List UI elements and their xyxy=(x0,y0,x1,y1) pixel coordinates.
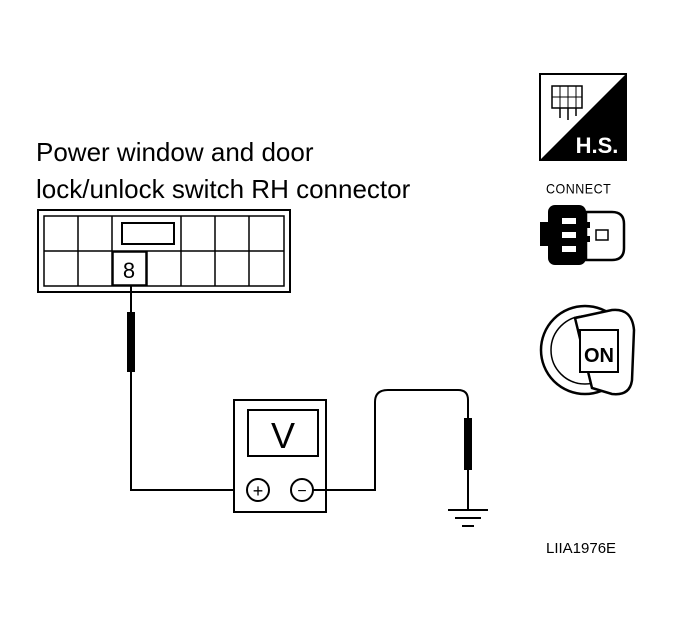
ignition-key-icon: ON xyxy=(539,304,636,396)
minus-symbol: − xyxy=(297,483,306,500)
harness-side-label: H.S. xyxy=(576,133,619,158)
connector-title-line-1: Power window and door xyxy=(36,137,314,167)
connect-label: CONNECT xyxy=(546,181,612,197)
harness-side-icon: H.S. xyxy=(539,73,627,161)
connect-icon xyxy=(540,205,626,265)
voltmeter-label: V xyxy=(271,415,295,456)
positive-terminal xyxy=(246,478,270,502)
positive-probe xyxy=(127,286,248,491)
ground-icon xyxy=(448,509,488,527)
connector-block: 8 xyxy=(37,209,291,293)
plus-symbol: + xyxy=(253,481,264,501)
ignition-on-label: ON xyxy=(584,345,614,367)
negative-probe xyxy=(313,389,472,510)
pin-number-label: 8 xyxy=(123,258,135,283)
connector-title: Power window and door lock/unlock switch… xyxy=(36,134,410,208)
pin-8-cavity xyxy=(112,251,147,286)
voltmeter: V + − xyxy=(233,399,327,513)
figure-code: LIIA1976E xyxy=(546,540,617,557)
connector-title-line-2: lock/unlock switch RH connector xyxy=(36,174,411,204)
